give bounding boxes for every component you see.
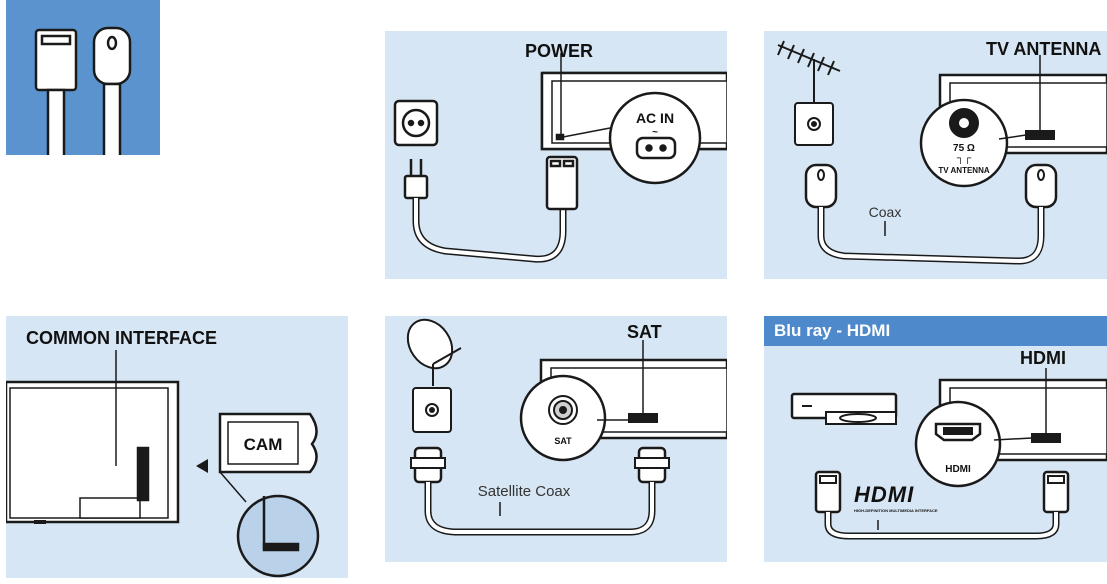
- sat-connector-label: SAT: [554, 436, 572, 446]
- antenna-diagram: 75 Ω ┐┌ TV ANTENNA Coax: [777, 40, 1107, 265]
- bluray-hdmi-panel: Blu ray - HDMI: [764, 316, 1107, 562]
- hdmi-connector-label: HDMI: [945, 464, 971, 475]
- ohm-label: 75 Ω: [953, 143, 975, 154]
- hdmi-logo-subtitle: HIGH-DEFINITION MULTIMEDIA INTERFACE: [854, 508, 938, 513]
- sat-panel: SAT Satellite Coax SAT: [385, 316, 727, 562]
- power-title: POWER: [525, 41, 594, 61]
- antenna-connector-label: TV ANTENNA: [938, 166, 989, 175]
- sat-diagram: SAT Satellite Coax: [406, 318, 727, 536]
- antenna-panel: 75 Ω ┐┌ TV ANTENNA Coax TV ANTENNA: [764, 31, 1107, 279]
- thumbnail-panel: [6, 0, 160, 155]
- svg-text:┐┌: ┐┌: [956, 153, 972, 164]
- satellite-coax-label: Satellite Coax: [478, 483, 571, 500]
- power-diagram: AC IN ~: [393, 53, 727, 263]
- common-interface-panel: CAM COMMON INTERFACE: [6, 316, 348, 578]
- common-interface-diagram: CAM: [6, 350, 320, 578]
- antenna-title: TV ANTENNA: [986, 39, 1102, 59]
- hdmi-title: HDMI: [1020, 348, 1066, 368]
- svg-text:~: ~: [652, 127, 658, 138]
- cable-connectors-illustration: [34, 26, 132, 155]
- sat-title: SAT: [627, 322, 662, 342]
- cam-label: CAM: [244, 435, 283, 454]
- coax-label: Coax: [869, 204, 902, 220]
- bluray-hdmi-diagram: HDMI HDMI HIGH-DEFINITION MULTIMEDIA INT…: [790, 368, 1107, 540]
- hdmi-logo: HDMI: [854, 482, 914, 507]
- power-panel: AC IN ~ POWER: [385, 31, 727, 279]
- ac-in-label: AC IN: [636, 110, 674, 126]
- bluray-header: Blu ray - HDMI: [764, 316, 1107, 346]
- common-interface-title: COMMON INTERFACE: [26, 328, 217, 348]
